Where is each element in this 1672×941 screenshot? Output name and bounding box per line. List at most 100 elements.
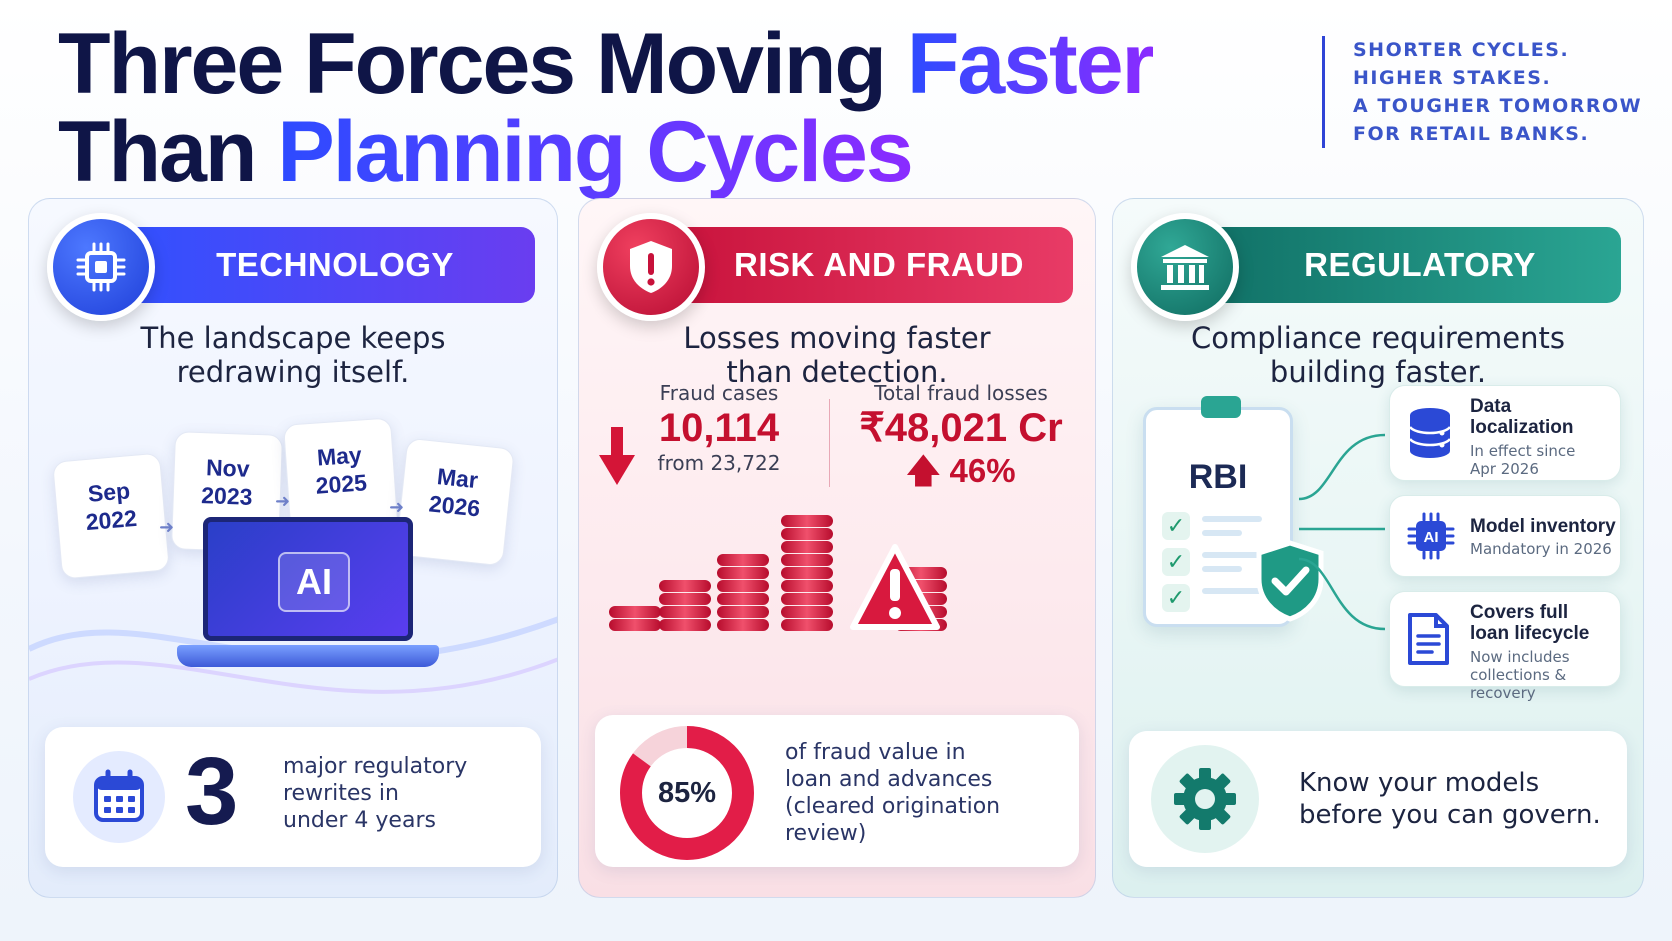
technology-lead: The landscape keeps redrawing itself. <box>29 321 557 389</box>
technology-stat-text: major regulatory rewrites in under 4 yea… <box>283 753 467 834</box>
check-icon: ✓ <box>1162 512 1190 540</box>
requirement-sub: Mandatory in 2026 <box>1470 540 1612 558</box>
fraud-losses: Total fraud losses ₹48,021 Cr 🡅 46% <box>841 381 1081 491</box>
arrow-right-icon: ➜ <box>389 497 405 518</box>
risk-lead-line1: Losses moving faster <box>683 321 991 355</box>
tagline-line: A TOUGHER TOMORROW <box>1353 95 1643 117</box>
stat-line: review) <box>785 821 867 846</box>
laptop-base <box>177 645 439 667</box>
connector-lines <box>1298 433 1386 631</box>
chip-icon <box>47 213 155 321</box>
requirement-title: Model inventory <box>1470 516 1616 537</box>
text-line <box>1202 566 1242 572</box>
technology-banner: TECHNOLOGY <box>99 227 535 303</box>
stat-line: loan and advances <box>785 767 993 792</box>
requirement-card: AI Model inventory Mandatory in 2026 <box>1389 495 1621 577</box>
tagline: SHORTER CYCLES. HIGHER STAKES. A TOUGHER… <box>1322 36 1642 148</box>
requirement-title: loan lifecycle <box>1470 623 1590 644</box>
technology-lead-line1: The landscape keeps <box>140 321 446 355</box>
fraud-pct-value: 85% <box>657 776 717 809</box>
regulatory-panel: REGULATORY Compliance requirements build… <box>1112 198 1644 898</box>
title-line1-plain: Three Forces Moving <box>58 16 907 112</box>
risk-banner: RISK AND FRAUD <box>649 227 1073 303</box>
ai-chip-icon: AI <box>278 552 350 612</box>
date-year: 2025 <box>314 469 368 499</box>
tagline-line: FOR RETAIL BANKS. <box>1353 123 1590 145</box>
technology-stat-box: 3 major regulatory rewrites in under 4 y… <box>45 727 541 867</box>
risk-panel: RISK AND FRAUD Losses moving faster than… <box>578 198 1096 898</box>
shield-alert-icon <box>597 213 705 321</box>
coin-stacks-illustration <box>609 515 947 631</box>
technology-panel: TECHNOLOGY The landscape keeps redrawing… <box>28 198 558 898</box>
stat-line: Know your models <box>1299 768 1540 798</box>
bank-icon <box>1131 213 1239 321</box>
document-icon <box>1408 613 1449 665</box>
stat-line: under 4 years <box>283 808 436 833</box>
requirement-sub: Apr 2026 <box>1470 460 1539 478</box>
shield-check-icon <box>1256 540 1324 622</box>
check-icon: ✓ <box>1162 548 1190 576</box>
donut-chart <box>620 726 754 860</box>
requirement-sub: Now includes <box>1470 648 1570 666</box>
stat-line: before you can govern. <box>1299 800 1601 830</box>
stat-line: of fraud value in <box>785 740 966 765</box>
regulatory-banner: REGULATORY <box>1183 227 1621 303</box>
regulatory-lead-line2: building faster. <box>1269 355 1487 389</box>
regulatory-stat-box: Know your models before you can govern. <box>1129 731 1627 867</box>
stat-line: major regulatory <box>283 754 468 779</box>
tagline-line: SHORTER CYCLES. <box>1353 39 1570 61</box>
fraud-losses-change: 🡅 46% <box>841 451 1081 491</box>
title-line2-plain: Than <box>58 104 278 200</box>
fraud-losses-value: ₹48,021 Cr <box>859 406 1063 450</box>
text-line <box>1202 516 1262 522</box>
clipboard-clip <box>1201 396 1241 418</box>
technology-label: TECHNOLOGY <box>216 246 454 283</box>
ai-chip-icon: AI <box>1407 512 1455 560</box>
text-line <box>1202 588 1262 594</box>
date-month: Nov <box>205 454 250 482</box>
fraud-cases-label: Fraud cases <box>659 381 779 405</box>
risk-stat-text: of fraud value in loan and advances (cle… <box>785 739 1000 847</box>
requirement-title: localization <box>1470 417 1574 438</box>
requirement-title: Covers full <box>1470 602 1569 623</box>
risk-label: RISK AND FRAUD <box>734 246 1024 283</box>
text-line <box>1202 552 1262 558</box>
fraud-losses-label: Total fraud losses <box>874 381 1048 405</box>
ai-label: AI <box>296 561 332 602</box>
tagline-line: HIGHER STAKES. <box>1353 67 1552 89</box>
title-line2-accent: Planning Cycles <box>277 104 913 200</box>
requirement-sub: collections & recovery <box>1470 666 1567 702</box>
regulatory-lead: Compliance requirements building faster. <box>1113 321 1643 389</box>
regulatory-stat-text: Know your models before you can govern. <box>1299 767 1601 831</box>
arrow-right-icon: ➜ <box>159 517 175 538</box>
fraud-cases-sub: from 23,722 <box>657 451 781 475</box>
clipboard-label: RBI <box>1188 458 1248 496</box>
title-line1-accent: Faster <box>906 16 1155 112</box>
fraud-cases-value: 10,114 <box>658 406 780 450</box>
check-icon: ✓ <box>1162 584 1190 612</box>
date-year: 2023 <box>200 482 253 510</box>
page-title: Three Forces Moving Faster Than Planning… <box>58 20 1155 196</box>
calendar-icon <box>73 751 165 843</box>
requirement-title: Data <box>1470 396 1512 417</box>
stat-line: (cleared origination <box>785 794 1001 819</box>
technology-lead-line2: redrawing itself. <box>176 355 410 389</box>
regulatory-label: REGULATORY <box>1304 246 1536 283</box>
stat-line: rewrites in <box>283 781 399 806</box>
text-line <box>1202 530 1242 536</box>
regulatory-lead-line1: Compliance requirements <box>1191 321 1565 355</box>
technology-stat-value: 3 <box>185 738 239 845</box>
risk-lead: Losses moving faster than detection. <box>579 321 1095 389</box>
arrow-down-icon <box>599 427 635 485</box>
database-icon <box>1409 408 1451 458</box>
svg-text:AI: AI <box>1424 529 1439 546</box>
arrow-up-icon: 🡅 <box>906 452 941 489</box>
requirement-sub: In effect since <box>1470 442 1576 460</box>
divider <box>829 399 830 487</box>
risk-stat-box: 85% of fraud value in loan and advances … <box>595 715 1079 867</box>
fraud-losses-change-value: 46% <box>949 452 1016 489</box>
